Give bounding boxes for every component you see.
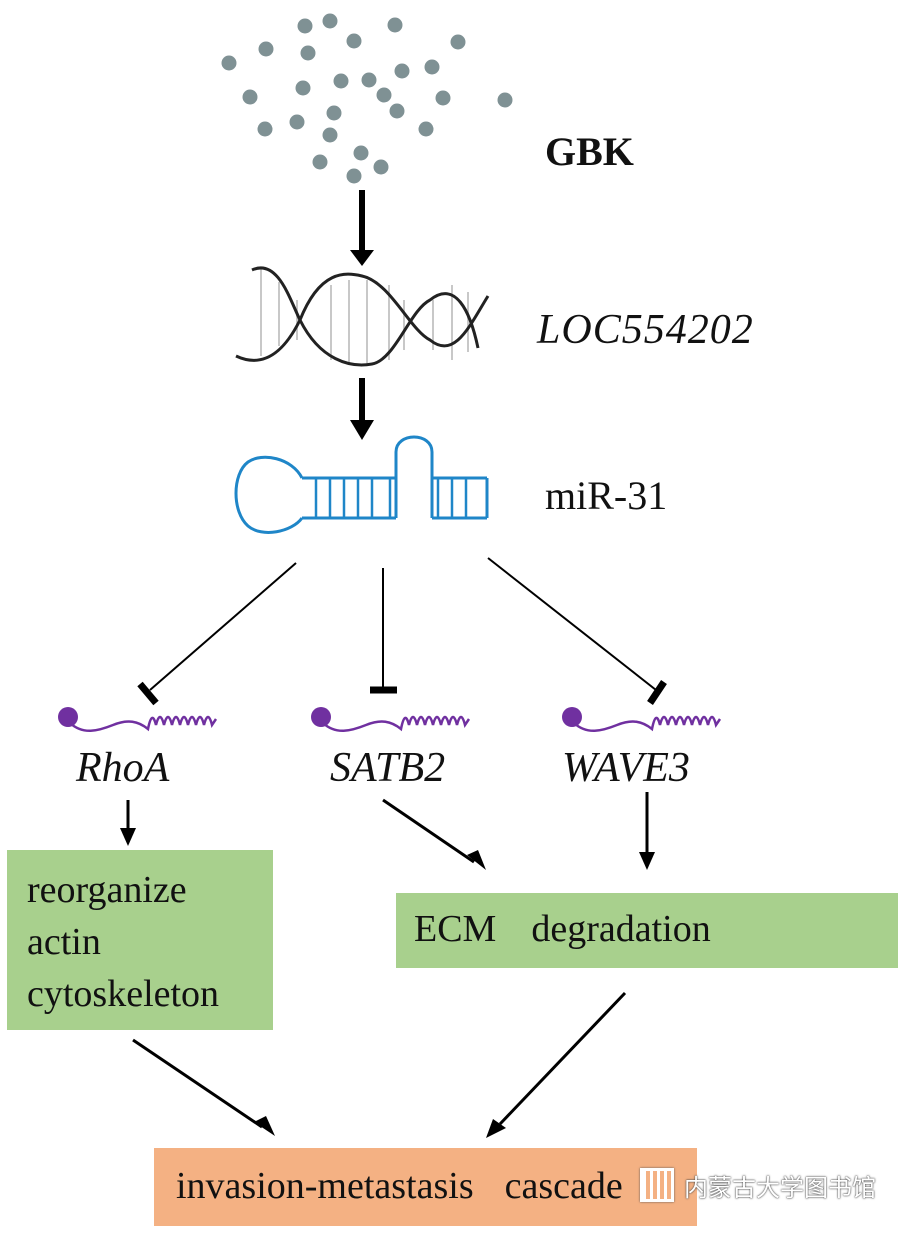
library-logo-icon — [640, 1168, 674, 1202]
particle — [376, 87, 392, 103]
watermark: 内蒙古大学图书馆 — [640, 1165, 876, 1205]
particle — [242, 89, 258, 105]
particle — [346, 168, 362, 184]
particle — [346, 33, 362, 49]
arrowhead — [120, 828, 136, 846]
arrow-satb2-to-ecm — [382, 798, 475, 864]
arrowhead — [486, 1119, 506, 1138]
mrna-icon — [311, 707, 471, 732]
particle — [295, 80, 311, 96]
particle — [333, 73, 349, 89]
particle — [353, 145, 369, 161]
arrowhead — [254, 1116, 275, 1136]
inhibit-mir-wave3 — [487, 557, 657, 691]
actin-box-line: actin — [27, 921, 101, 963]
particle — [322, 127, 338, 143]
arrow-actin-to-invasion — [132, 1038, 263, 1129]
arrowhead — [350, 420, 374, 440]
gbk-label: GBK — [545, 129, 634, 174]
particle — [435, 90, 451, 106]
particle — [373, 159, 389, 175]
particle — [289, 114, 305, 130]
particle — [387, 17, 403, 33]
invasion-metastasis-label: invasion-metastasis cascade — [176, 1165, 623, 1207]
actin-box-line: reorganize — [27, 869, 187, 911]
particle — [297, 18, 313, 34]
particle — [300, 45, 316, 61]
arrowhead — [639, 852, 655, 870]
particle — [497, 92, 513, 108]
gene-label-rhoa: RhoA — [76, 745, 170, 791]
inhibit-mir-rhoa — [149, 562, 297, 691]
mrna-icon — [58, 707, 218, 732]
dna-double-helix-icon — [235, 266, 490, 367]
loc554202-label: LOC554202 — [537, 307, 754, 353]
particle — [257, 121, 273, 137]
particle — [221, 55, 237, 71]
gene-label-wave3: WAVE3 — [562, 745, 690, 791]
arrowhead — [350, 250, 374, 266]
hairpin-rna-icon — [234, 435, 489, 534]
particle — [361, 72, 377, 88]
gene-label-satb2: SATB2 — [330, 745, 446, 791]
particle — [312, 154, 328, 170]
invasion-metastasis-box: invasion-metastasis cascade — [154, 1148, 697, 1226]
arrowhead — [467, 850, 486, 870]
actin-cytoskeleton-box: reorganize actin cytoskeleton — [7, 850, 273, 1030]
particle — [322, 13, 338, 29]
inhibition-bar — [137, 681, 159, 706]
particle — [450, 34, 466, 50]
particle — [424, 59, 440, 75]
particles-icon — [221, 13, 513, 184]
ecm-degradation-label: ECM degradation — [414, 908, 711, 950]
ecm-degradation-box: ECM degradation — [396, 893, 898, 968]
particle — [418, 121, 434, 137]
particle — [258, 41, 274, 57]
particle — [326, 105, 342, 121]
mir-31-label: miR-31 — [545, 473, 668, 518]
inhibition-bar — [647, 680, 667, 705]
actin-box-line: cytoskeleton — [27, 973, 220, 1015]
particle — [389, 103, 405, 119]
particle — [394, 63, 410, 79]
watermark-text: 内蒙古大学图书馆 — [684, 1173, 876, 1202]
mrna-icon — [562, 707, 722, 732]
arrow-ecm-to-invasion — [498, 991, 627, 1126]
